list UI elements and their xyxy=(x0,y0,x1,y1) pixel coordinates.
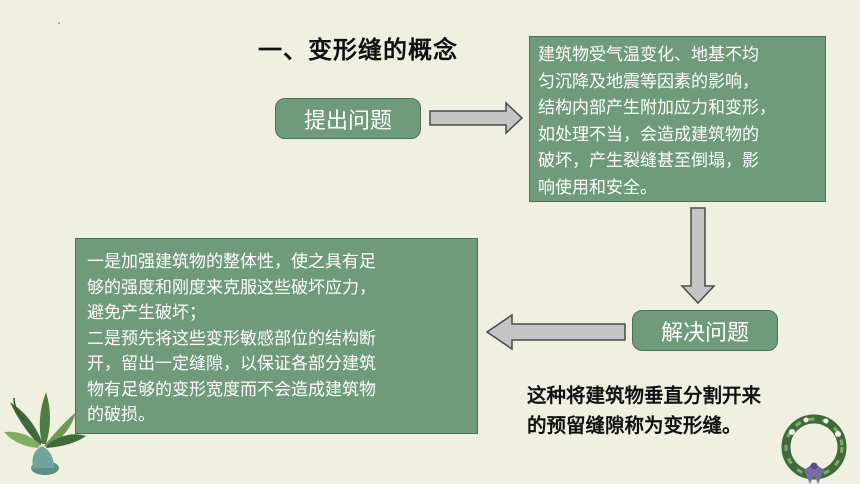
measure-line: 二是预先将这些变形敏感部位的结构断 xyxy=(87,328,376,349)
measure-line: 避免产生破坏； xyxy=(87,303,206,323)
definition-line: 这种将建筑物垂直分割开来 xyxy=(527,384,762,407)
definition-line: 的预留缝隙称为变形缝。 xyxy=(527,414,742,437)
cause-line: 破坏，产生裂缝甚至倒塌，影 xyxy=(538,151,759,171)
cause-box: 建筑物受气温变化、地基不均 匀沉降及地震等因素的影响， 结构内部产生附加应力和变… xyxy=(529,36,826,202)
measure-line: 物有足够的变形宽度而不会造成建筑物 xyxy=(87,379,376,400)
arrow-right-icon xyxy=(429,101,524,135)
arrow-left-icon xyxy=(485,313,626,351)
measure-line: 的破损。 xyxy=(87,405,155,425)
measures-box: 一是加强建筑物的整体性，使之具有足 够的强度和刚度来克服这些破坏应力， 避免产生… xyxy=(75,238,478,434)
cause-line: 结构内部产生附加应力和变形， xyxy=(538,98,776,118)
measure-line: 开，留出一定缝隙，以保证各部分建筑 xyxy=(87,354,376,374)
cause-line: 匀沉降及地震等因素的影响， xyxy=(538,71,759,92)
measure-line: 一是加强建筑物的整体性，使之具有足 xyxy=(87,252,376,272)
cause-line: 建筑物受气温变化、地基不均 xyxy=(538,45,759,65)
decor-dot xyxy=(58,22,60,24)
cause-line: 如处理不当，会造成建筑物的 xyxy=(538,124,759,145)
wreath-icon xyxy=(781,414,847,484)
definition-text: 这种将建筑物垂直分割开来 的预留缝隙称为变形缝。 xyxy=(527,381,761,441)
measure-line: 够的强度和刚度来克服这些破坏应力， xyxy=(87,277,376,298)
arrow-down-icon xyxy=(680,207,716,305)
ask-question-box: 提出问题 xyxy=(275,98,421,139)
solve-problem-box: 解决问题 xyxy=(632,310,778,351)
cause-line: 响使用和安全。 xyxy=(538,177,657,198)
leafy-plant-icon xyxy=(4,392,86,475)
page-title: 一、变形缝的概念 xyxy=(258,36,458,64)
